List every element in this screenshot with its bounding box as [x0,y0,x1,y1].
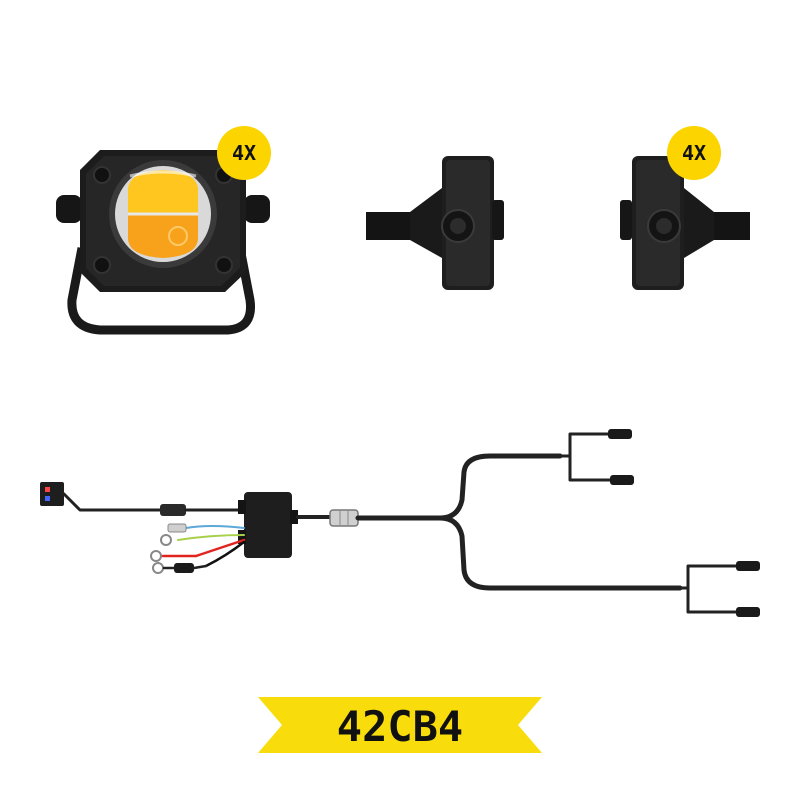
model-code: 42CB4 [337,702,463,751]
quantity-badge-mounts-label: 4X [682,141,706,165]
mount-bracket-icon [366,156,504,290]
mount-bracket-icon-mirrored [620,156,750,290]
quantity-badge-lights: 4X [217,126,271,180]
quantity-badge-lights-label: 4X [232,141,256,165]
model-banner: 42CB4 [258,697,542,753]
fog-light-icon [56,150,270,335]
wiring-harness-icon [40,429,760,617]
quantity-badge-mounts: 4X [667,126,721,180]
